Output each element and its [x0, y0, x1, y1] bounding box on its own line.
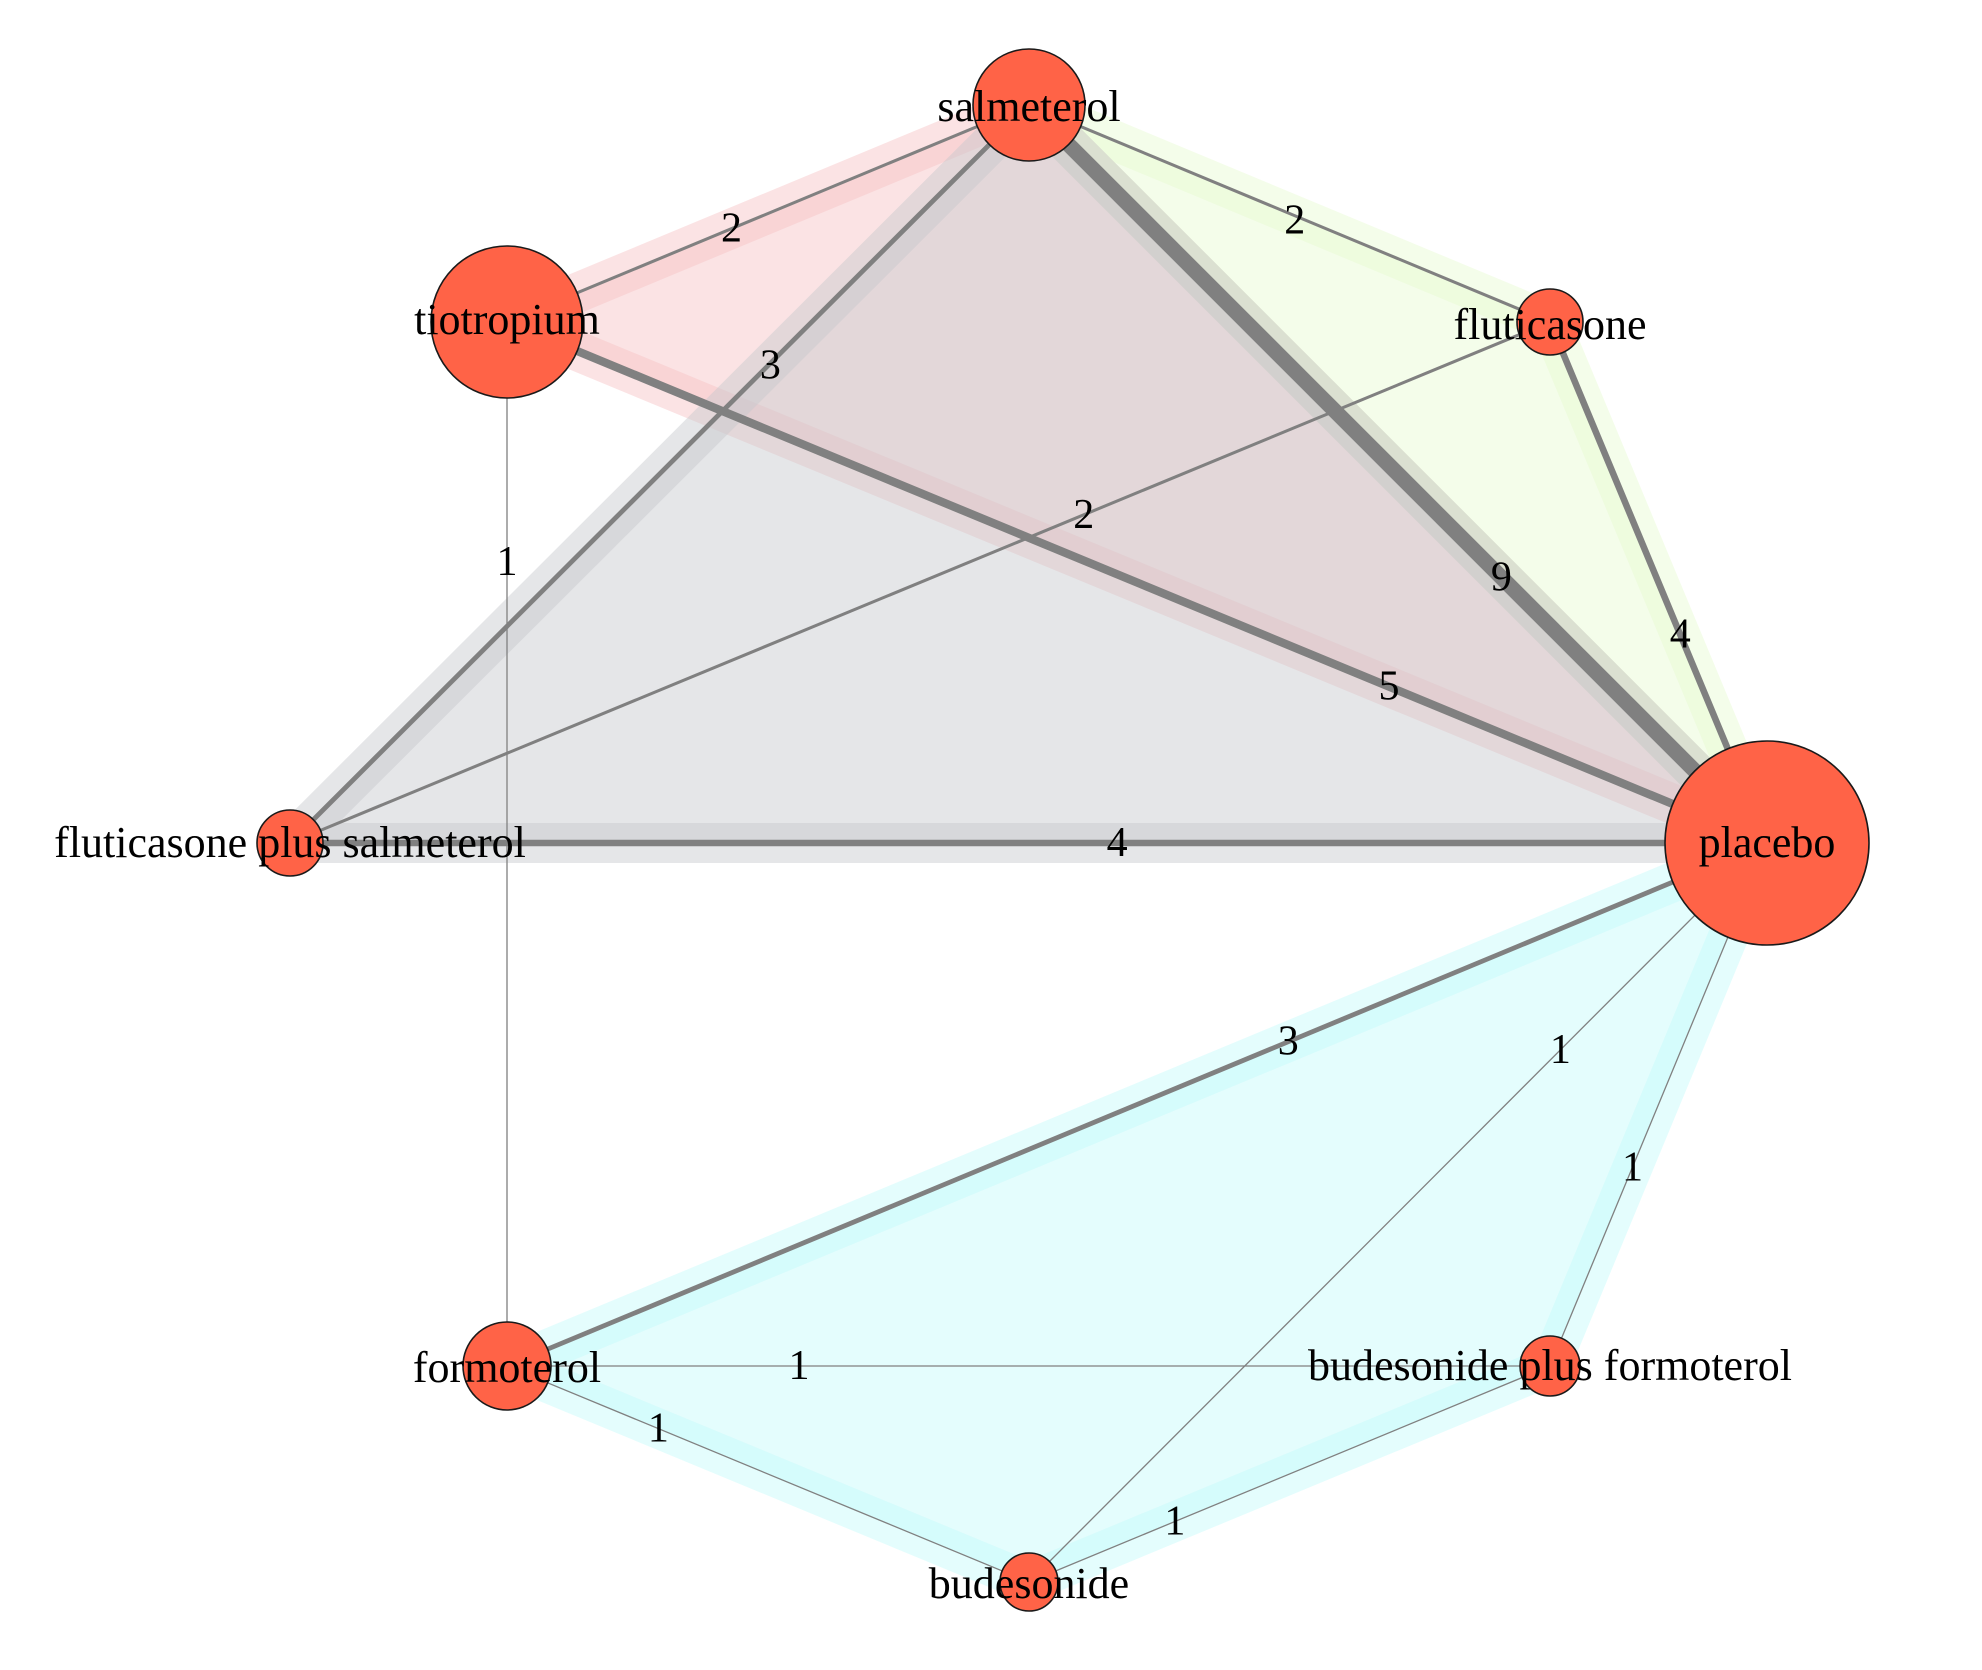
node-label-fps: fluticasone plus salmeterol [54, 818, 526, 867]
node-fps [256, 809, 324, 877]
edge-label-budesonide-bpf: 1 [1164, 1499, 1185, 1545]
edge-salmeterol-tiotropium [506, 103, 1030, 324]
nodes-layer [256, 48, 1870, 1612]
edge-label-salmeterol-fluticasone: 2 [1284, 198, 1305, 244]
edge-label-placebo-formoterol: 3 [1278, 1019, 1299, 1065]
edges-layer [288, 99, 1773, 1583]
edge-placebo-formoterol [506, 840, 1768, 1369]
node-label-salmeterol: salmeterol [937, 82, 1120, 131]
node-bpf [1519, 1335, 1581, 1397]
node-labels-layer: salmeterol tiotropium fluticasone fluticaso… [54, 82, 1835, 1608]
edge-label-salmeterol-placebo: 9 [1491, 554, 1512, 600]
region-placebo-formoterol-budesonide-bpf [487, 823, 1787, 1602]
node-budesonide [999, 1552, 1059, 1612]
node-label-placebo: placebo [1699, 818, 1836, 867]
node-tiotropium [430, 245, 584, 399]
edge-label-fps-placebo: 4 [1107, 820, 1128, 866]
edge-salmeterol-placebo [1023, 99, 1773, 849]
node-formoterol [462, 1321, 552, 1411]
edge-label-formoterol-budesonide: 1 [648, 1406, 669, 1452]
edge-label-placebo-bpf: 1 [1622, 1144, 1643, 1190]
node-label-bpf: budesonide plus formoterol [1308, 1341, 1792, 1390]
edge-label-formoterol-bpf: 1 [789, 1343, 810, 1389]
edge-label-tiotropium-placebo: 5 [1379, 664, 1400, 710]
edge-salmeterol-fluticasone [1028, 103, 1551, 324]
edge-budesonide-bpf [1028, 1365, 1551, 1583]
node-placebo [1664, 740, 1870, 946]
edge-label-fluticasone-fps: 2 [1073, 492, 1094, 538]
edge-label-tiotropium-formoterol: 1 [497, 539, 518, 585]
node-salmeterol [972, 48, 1086, 162]
edge-label-fluticasone-placebo: 4 [1670, 612, 1691, 658]
edge-fluticasone-fps [289, 320, 1551, 845]
edge-tiotropium-placebo [505, 318, 1769, 847]
node-label-fluticasone: fluticasone [1453, 300, 1646, 349]
node-label-budesonide: budesonide [929, 1559, 1129, 1608]
edge-label-salmeterol-fps: 3 [760, 342, 781, 388]
edge-placebo-budesonide [1028, 842, 1768, 1583]
edge-label-placebo-budesonide: 1 [1550, 1027, 1571, 1073]
edge-labels-layer: 2 2 3 9 5 1 4 2 4 3 1 1 1 1 1 [497, 198, 1691, 1545]
edge-formoterol-budesonide [506, 1365, 1030, 1583]
node-fluticasone [1516, 288, 1584, 356]
edge-salmeterol-fps [288, 103, 1031, 845]
edge-label-salmeterol-tiotropium: 2 [721, 206, 742, 252]
node-label-tiotropium: tiotropium [414, 295, 600, 344]
node-label-formoterol: formoterol [413, 1343, 601, 1392]
